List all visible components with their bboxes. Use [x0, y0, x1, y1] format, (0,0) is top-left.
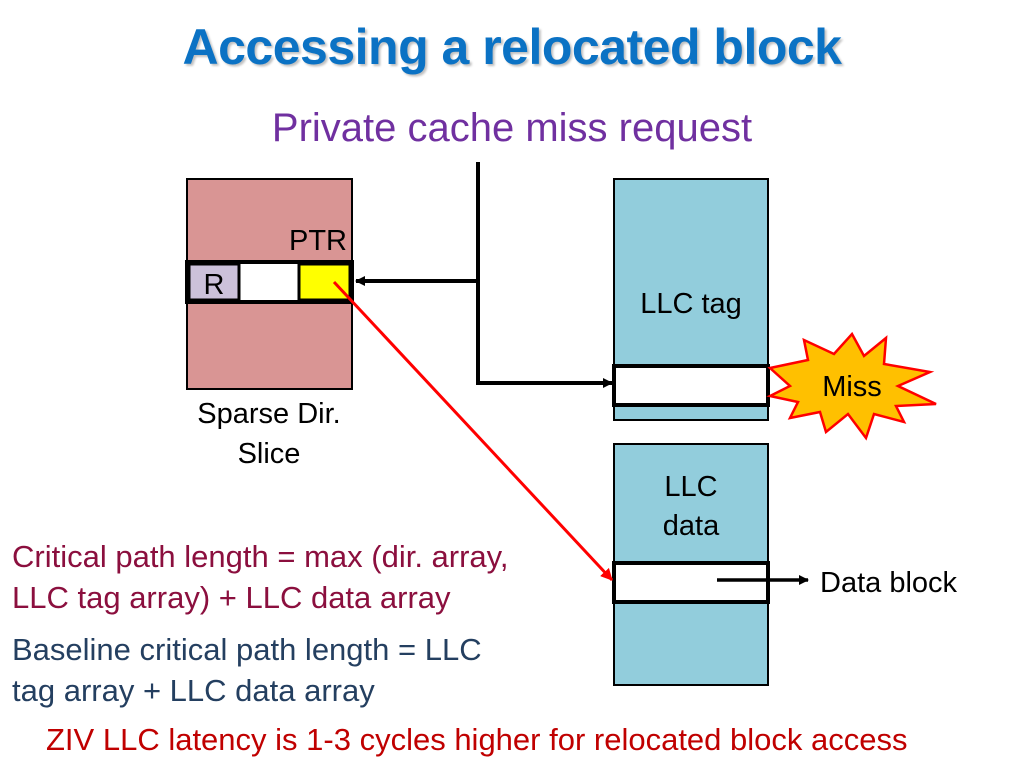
ziv-latency-note: ZIV LLC latency is 1-3 cycles higher for… [46, 722, 908, 757]
slide-subtitle: Private cache miss request [271, 106, 753, 150]
miss-burst-icon [766, 331, 937, 441]
llc-data-entry [612, 561, 770, 604]
baseline-path-note: Baseline critical path length = LLC tag … [12, 629, 482, 711]
data-block-label: Data block [820, 567, 958, 599]
r-label: R [204, 269, 225, 301]
critical-path-line-1: Critical path length = max (dir. array, [12, 539, 509, 574]
r-cell [187, 262, 241, 302]
llc-data-label-2: data [663, 510, 720, 542]
llc-tag-label: LLC tag [640, 288, 742, 320]
relocation-pointer-arrow [332, 280, 614, 582]
sparse-dir-label-1: Sparse Dir. [197, 398, 340, 430]
slide-title: Accessing a relocated block [182, 19, 842, 75]
llc-tag-entry [612, 364, 770, 407]
critical-path-note: Critical path length = max (dir. array, … [12, 536, 508, 618]
miss-label: Miss [822, 371, 882, 403]
sparse-dir-label-2: Slice [238, 438, 301, 470]
ptr-cell [297, 262, 352, 302]
llc-data-label-1: LLC [664, 471, 717, 503]
critical-path-line-2: LLC tag array) + LLC data array [12, 580, 451, 615]
baseline-path-line-2: tag array + LLC data array [12, 673, 375, 708]
baseline-path-line-1: Baseline critical path length = LLC [12, 632, 482, 667]
ptr-label: PTR [289, 225, 347, 257]
